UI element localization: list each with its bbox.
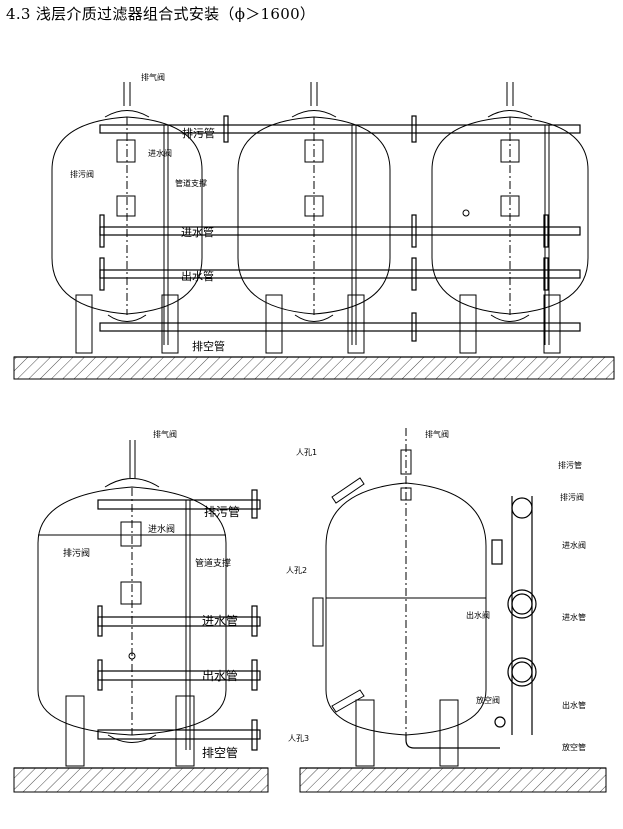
side-view bbox=[299, 428, 607, 793]
side-manhole-2-label: 人孔2 bbox=[286, 566, 307, 575]
top-outlet-pipe-label: 出水管 bbox=[181, 269, 214, 283]
side-ground-slab bbox=[299, 767, 607, 793]
front-inlet-pipe-label: 进水管 bbox=[202, 613, 238, 628]
top-vent-valve-label: 排气阀 bbox=[141, 72, 165, 82]
top-tank-2 bbox=[237, 82, 391, 354]
side-outlet-pipe-flange bbox=[507, 657, 537, 687]
top-tank-1 bbox=[51, 82, 203, 354]
side-empty-pipe-label: 放空管 bbox=[562, 742, 586, 752]
page-heading: 4.3 浅层介质过滤器组合式安装（ϕ＞1600） bbox=[6, 5, 316, 23]
side-drain-valve-label: 排污阀 bbox=[560, 492, 584, 502]
side-manhole-1-label: 人孔1 bbox=[296, 448, 317, 457]
front-drain-valve-label: 排污阀 bbox=[63, 547, 90, 559]
side-inlet-valve-label: 进水阀 bbox=[562, 540, 586, 550]
front-empty-pipe-label: 排空管 bbox=[202, 745, 238, 760]
side-outlet-pipe-label: 出水管 bbox=[562, 700, 586, 710]
front-view bbox=[13, 440, 269, 793]
side-outlet-valve-label: 出水阀 bbox=[466, 610, 490, 620]
front-outlet-pipe-label: 出水管 bbox=[202, 668, 238, 683]
top-drain-pipe-label: 排污管 bbox=[182, 126, 215, 140]
side-vent-valve-label: 排气阀 bbox=[425, 429, 449, 439]
front-drain-pipe-label: 排污管 bbox=[204, 504, 240, 519]
side-manhole-3-label: 人孔3 bbox=[288, 734, 309, 743]
side-drain-pipe-label: 排污管 bbox=[558, 460, 582, 470]
front-inlet-valve-label: 进水阀 bbox=[148, 523, 175, 535]
top-pipes bbox=[99, 115, 581, 342]
top-empty-pipe-label: 排空管 bbox=[192, 339, 225, 353]
front-vent-valve-label: 排气阀 bbox=[153, 429, 177, 439]
side-inlet-pipe-flange bbox=[507, 589, 537, 619]
top-pipe-support-label: 管道支撑 bbox=[175, 178, 207, 188]
top-ground-slab bbox=[13, 356, 615, 380]
top-pipe-supports bbox=[163, 125, 550, 345]
top-tank-3 bbox=[431, 82, 589, 354]
top-combined-view bbox=[13, 82, 615, 380]
front-pipe-support-label: 管道支撑 bbox=[195, 557, 231, 569]
top-inlet-pipe-label: 进水管 bbox=[181, 225, 214, 239]
top-drain-valve-label: 排污阀 bbox=[70, 169, 94, 179]
side-empty-valve-label: 放空阀 bbox=[476, 695, 500, 705]
front-ground-slab bbox=[13, 767, 269, 793]
front-pipes bbox=[97, 489, 261, 751]
side-drain-pipe-flange bbox=[511, 497, 533, 519]
top-inlet-valve-label: 进水阀 bbox=[148, 148, 172, 158]
side-pipes bbox=[405, 496, 537, 749]
side-inlet-pipe-label: 进水管 bbox=[562, 612, 586, 622]
